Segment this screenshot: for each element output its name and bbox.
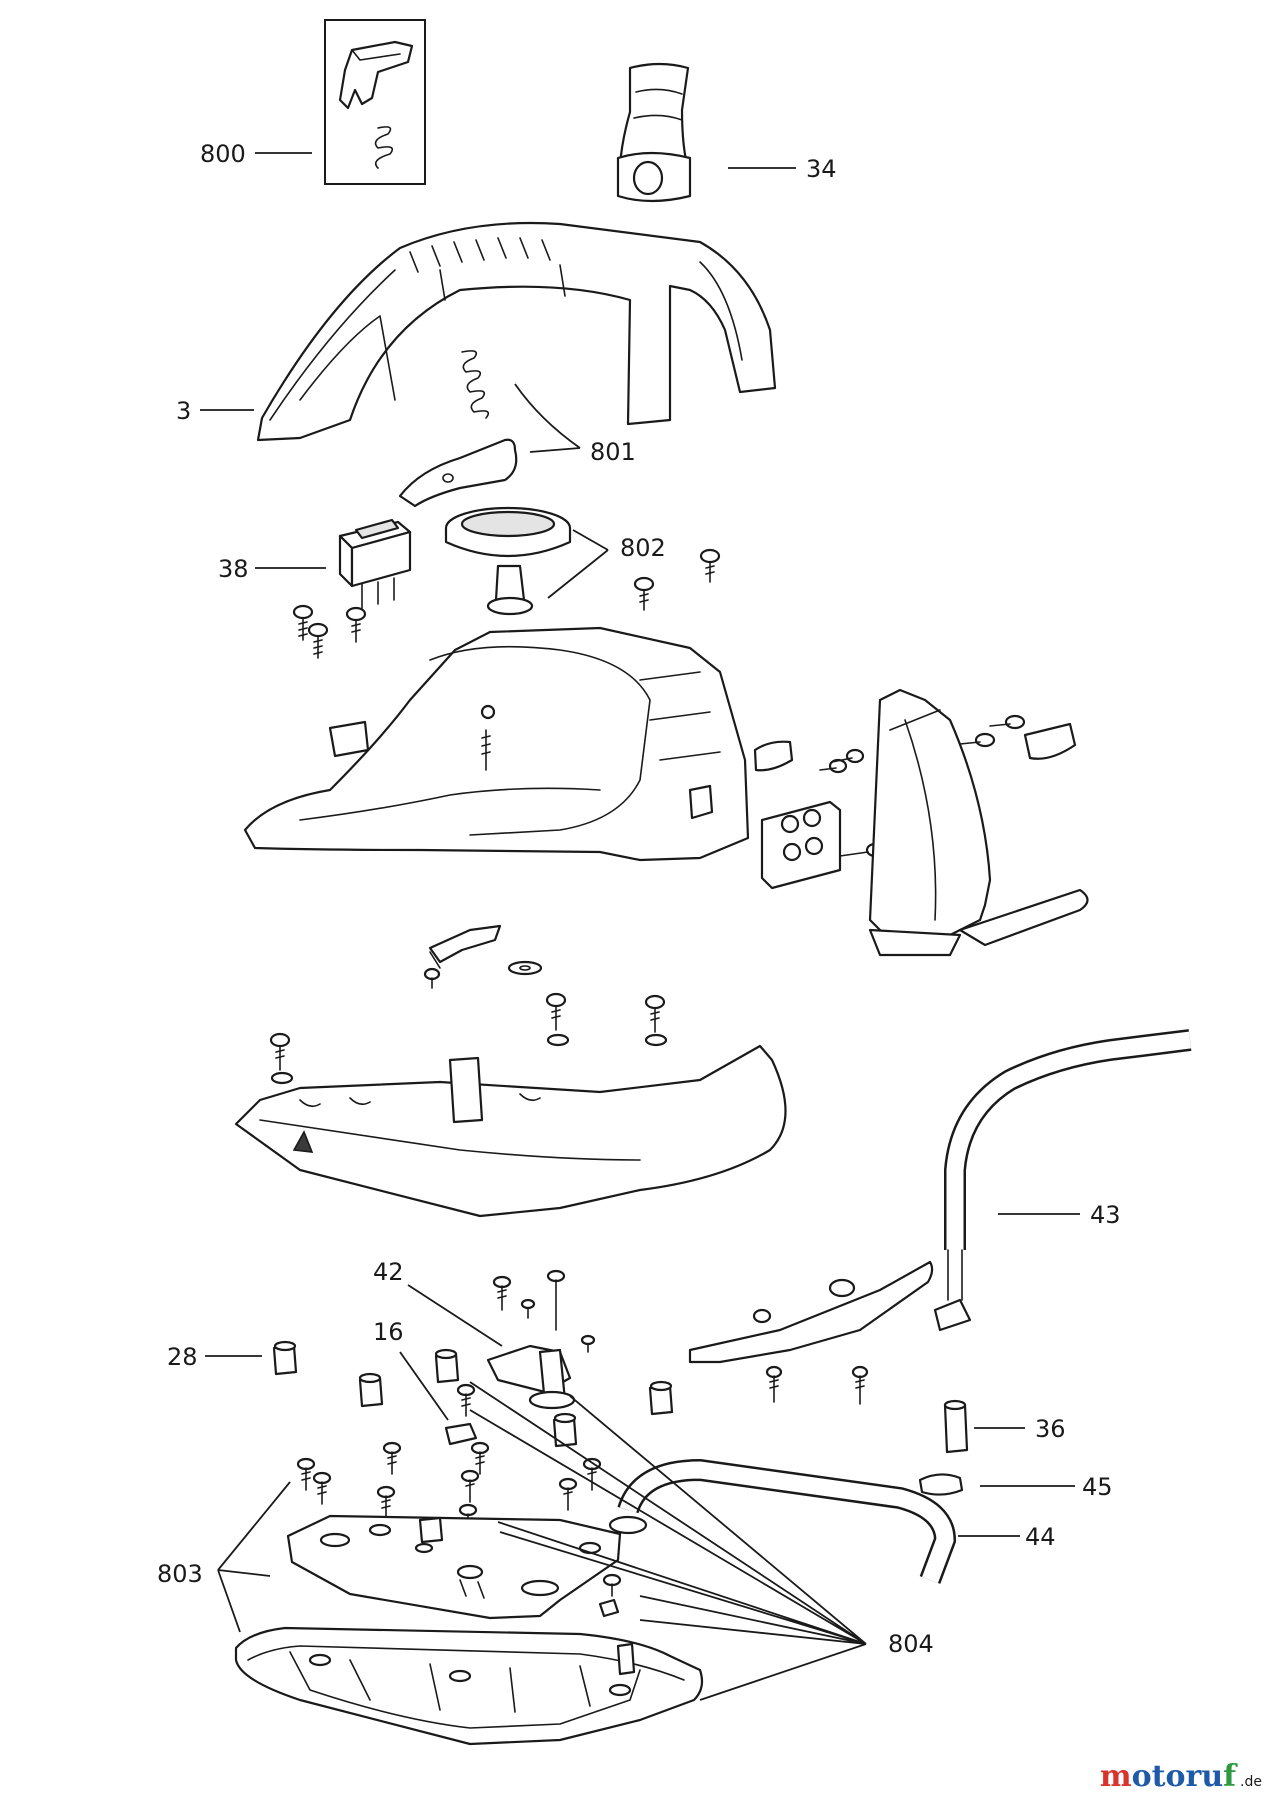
part-rear-cover	[868, 688, 1089, 957]
leader-lines	[200, 152, 1080, 1701]
part-801-spray-button	[398, 350, 518, 508]
part-800-spring	[374, 126, 394, 169]
part-38-rocker-switch	[338, 518, 412, 609]
part-middle-small-hardware	[269, 924, 668, 1085]
part-800-trigger-kit	[324, 19, 426, 185]
part-bushings	[272, 1340, 674, 1448]
callout-801: 801	[590, 438, 636, 466]
part-3-handle-cover	[256, 221, 777, 442]
screws-upper-left	[292, 604, 367, 659]
leader-803	[217, 1481, 291, 1633]
part-34-steam-knob	[616, 62, 692, 203]
callout-44: 44	[1025, 1523, 1056, 1551]
callout-43: 43	[1090, 1201, 1121, 1229]
leader-801	[514, 383, 581, 453]
part-800-trigger	[338, 40, 414, 110]
watermark-brand: motoruf .de	[1100, 1759, 1262, 1794]
part-800-frame	[324, 19, 426, 185]
callout-45: 45	[1082, 1473, 1113, 1501]
part-43-steam-hose	[933, 1029, 1192, 1332]
part-803-inner-plate	[286, 1514, 622, 1620]
leader-16	[399, 1351, 449, 1421]
callout-800: 800	[200, 140, 246, 168]
watermark-letter: f	[1223, 1759, 1238, 1794]
part-terminal-block	[753, 740, 885, 890]
part-water-tank	[234, 1044, 787, 1218]
part-42-valve-bracket	[486, 1269, 596, 1410]
callout-36: 36	[1035, 1415, 1066, 1443]
part-36-connector	[943, 1399, 969, 1454]
leader-804	[469, 1381, 867, 1701]
watermark-letter: t	[1152, 1759, 1166, 1794]
callout-802: 802	[620, 534, 666, 562]
watermark-letter: m	[1100, 1759, 1132, 1794]
callout-3: 3	[176, 397, 191, 425]
part-802-temperature-dial	[444, 506, 572, 616]
part-44-tube	[608, 1458, 957, 1584]
leader-42	[407, 1284, 503, 1347]
leader-802	[547, 529, 609, 599]
watermark-letter: r	[1186, 1759, 1203, 1794]
callout-42: 42	[373, 1258, 404, 1286]
callout-38: 38	[218, 555, 249, 583]
part-45-clamp	[918, 1473, 964, 1496]
callout-803: 803	[157, 1560, 203, 1588]
callout-34: 34	[806, 155, 837, 183]
part-side-trim	[688, 1260, 934, 1364]
watermark-letter: o	[1166, 1759, 1186, 1794]
watermark-logo: motoruf .de	[1100, 1759, 1262, 1794]
part-soleplate	[234, 1626, 704, 1746]
callout-28: 28	[167, 1343, 198, 1371]
screws-upper-right	[633, 548, 721, 611]
watermark-letter: u	[1201, 1759, 1223, 1794]
callout-804: 804	[888, 1630, 934, 1658]
callout-labels: 800 34 3 801 38 802 43 42 16 28 36 45 44…	[157, 140, 1121, 1658]
callout-16: 16	[373, 1318, 404, 1346]
watermark-letter: o	[1132, 1759, 1152, 1794]
part-main-housing	[243, 626, 750, 862]
